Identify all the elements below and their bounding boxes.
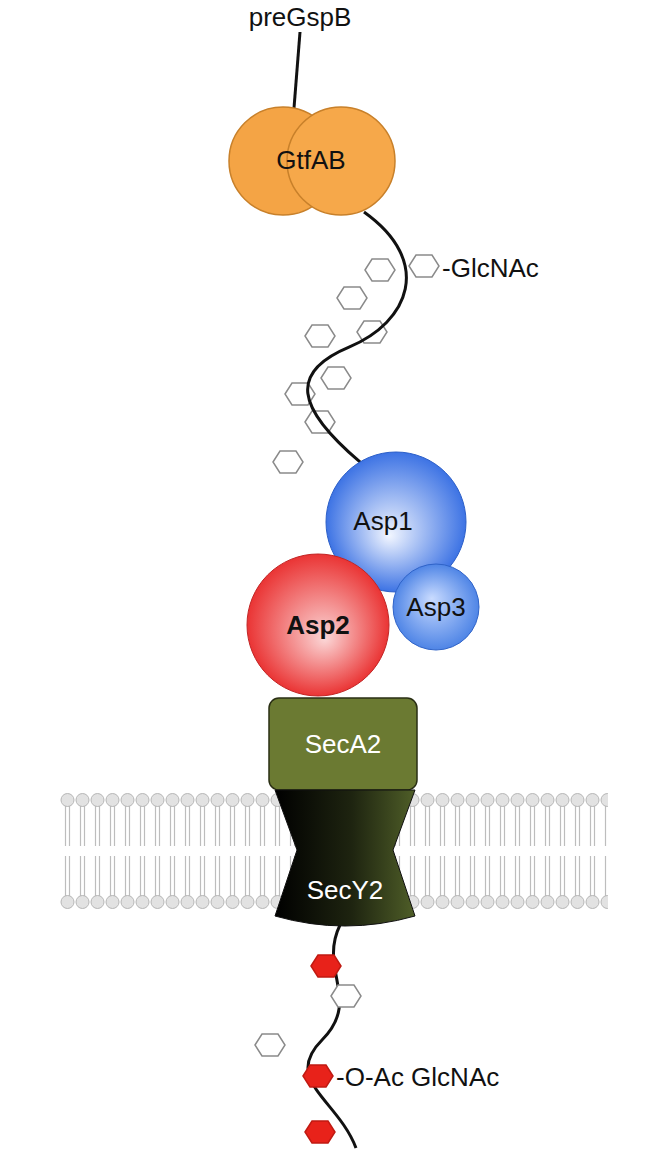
- polypeptide-chain: [308, 212, 407, 462]
- node-shape: [275, 790, 415, 932]
- node-label: Asp2: [286, 610, 350, 641]
- motor-protein: SecA2: [268, 697, 418, 791]
- node-label: Asp1: [353, 506, 412, 537]
- glcnac-symbols: [273, 255, 439, 473]
- node-label: GtfAB: [276, 145, 345, 176]
- protein-name: preGspB: [249, 2, 352, 33]
- protein-circle: Asp2: [246, 553, 390, 697]
- o-ac-glcnac-symbols: [255, 955, 361, 1143]
- protein-circle: Asp3: [392, 563, 480, 651]
- enzyme-complex: GtfAB: [228, 103, 398, 219]
- node-label: SecA2: [305, 729, 382, 760]
- node-label: SecY2: [307, 875, 384, 906]
- polypeptide-chain: [308, 925, 356, 1148]
- polypeptide-chain: [294, 32, 300, 108]
- node-label: Asp3: [406, 592, 465, 623]
- sugar-label: -O-Ac GlcNAc: [336, 1062, 499, 1093]
- channel-protein: SecY2: [275, 790, 415, 932]
- sugar-label: -GlcNAc: [442, 253, 539, 284]
